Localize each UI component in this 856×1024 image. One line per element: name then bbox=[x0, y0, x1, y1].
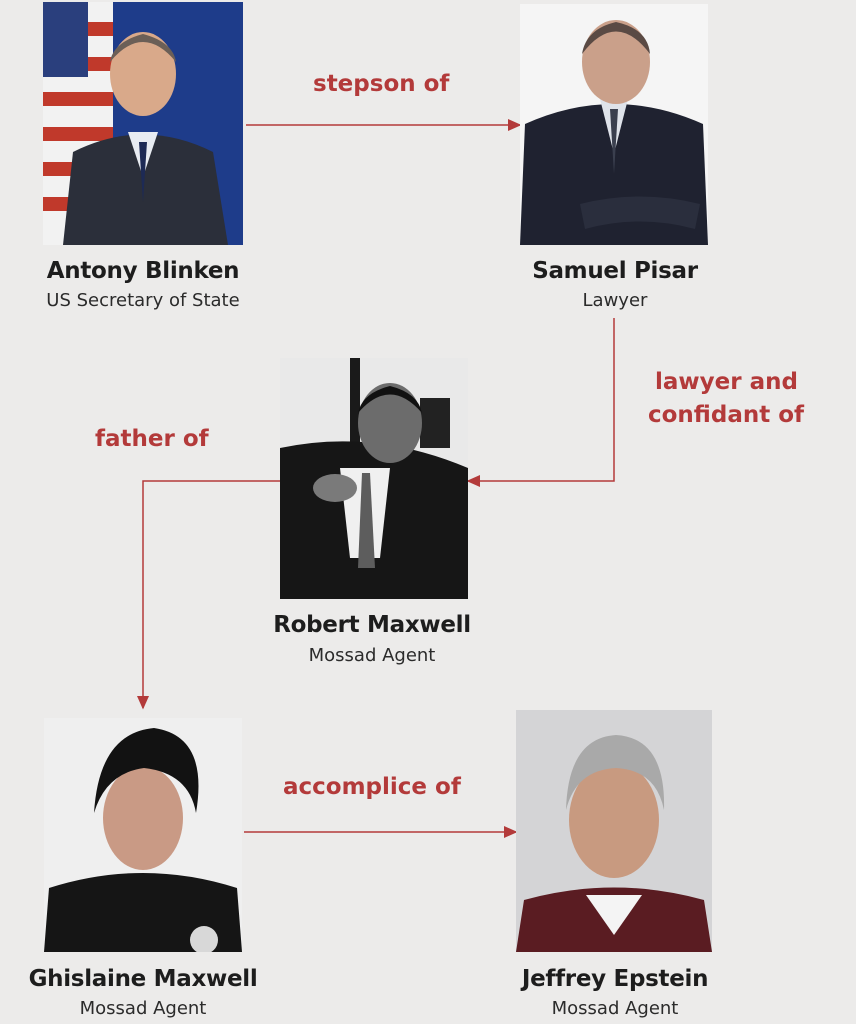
person-role: Mossad Agent bbox=[551, 998, 679, 1019]
person-name: Ghislaine Maxwell bbox=[28, 966, 258, 992]
relation-label-stepson: stepson of bbox=[313, 71, 450, 97]
antony-blinken-photo bbox=[43, 2, 243, 245]
ghislaine-maxwell-photo bbox=[44, 718, 242, 952]
person-name: Robert Maxwell bbox=[273, 612, 471, 638]
person-role: Mossad Agent bbox=[308, 645, 436, 666]
arrow-lawyer-confidant bbox=[466, 318, 615, 487]
relation-label-lawyer-confidant: lawyer and confidant of bbox=[648, 366, 804, 432]
relation-label-line1: lawyer and bbox=[655, 369, 798, 395]
jeffrey-epstein-photo bbox=[516, 710, 712, 952]
relation-label-line2: confidant of bbox=[648, 402, 805, 428]
person-role: US Secretary of State bbox=[46, 290, 240, 311]
person-name: Antony Blinken bbox=[46, 258, 240, 284]
relation-label-father: father of bbox=[95, 426, 209, 452]
relation-label-accomplice: accomplice of bbox=[283, 774, 461, 800]
person-role: Lawyer bbox=[582, 290, 648, 311]
person-name: Samuel Pisar bbox=[532, 258, 698, 284]
person-role: Mossad Agent bbox=[79, 998, 207, 1019]
arrow-father bbox=[137, 480, 280, 710]
person-name: Jeffrey Epstein bbox=[521, 966, 709, 992]
samuel-pisar-photo bbox=[520, 4, 708, 245]
robert-maxwell-photo bbox=[280, 358, 468, 599]
